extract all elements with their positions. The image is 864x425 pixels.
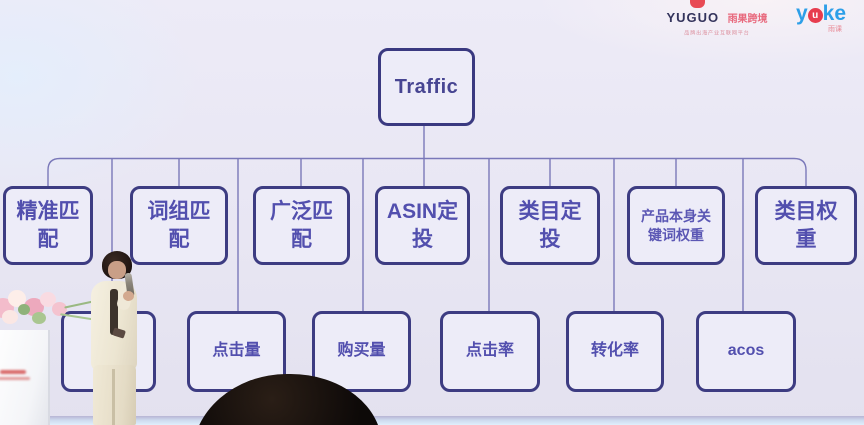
node-clicks: 点击量 [187,311,286,392]
yuguo-logo: YUGUO 雨果跨境 品牌出海产业互联网平台 [652,0,782,37]
presenter-hand [123,291,134,301]
node-category-targeting-label: 类目定 投 [518,200,582,251]
node-phrase-match-label: 词组匹 配 [147,200,211,251]
node-click-rate-label: 点击率 [465,342,514,360]
yuke-disc-icon: u [807,8,823,23]
yuke-wordmark-right: ke [822,2,847,25]
presenter-face [108,261,126,279]
yuguo-wordmark: YUGUO [666,10,720,25]
yuke-cn-name: 雨课 [828,26,842,33]
yuke-wordmark-left: y [795,2,808,25]
yuguo-tagline: 品牌出海产业互联网平台 [684,31,750,37]
node-broad-match: 广泛匹 配 [253,186,350,265]
node-product-keyword-weight-label: 产品本身关 键词权重 [641,208,711,243]
presenter-trouser-crease [112,369,115,425]
node-purchases: 购买量 [312,311,411,392]
node-category-targeting: 类目定 投 [500,186,600,265]
node-category-weight-label: 类目权 重 [774,200,838,251]
podium [0,330,50,425]
yuguo-cn-name: 雨果跨境 [727,14,768,25]
node-precise-match: 精准匹 配 [3,186,93,265]
node-conversion-rate-label: 转化率 [590,342,639,360]
node-traffic: Traffic [378,48,475,126]
node-category-weight: 类目权 重 [755,186,857,265]
node-asin-targeting: ASIN定 投 [375,186,470,265]
podium-logo-mark [0,370,26,374]
node-asin-targeting-label: ASIN定 投 [386,200,459,251]
node-traffic-label: Traffic [394,76,459,98]
podium-logo-mark2 [0,377,30,380]
node-broad-match-label: 广泛匹 配 [270,200,333,251]
presenter-inner-shirt [110,289,118,335]
node-acos: acos [696,311,796,392]
node-conversion-rate: 转化率 [566,311,664,392]
presenter [80,249,152,425]
node-precise-match-label: 精准匹 配 [16,200,80,251]
yuguo-fruit-icon [690,0,705,8]
node-purchases-label: 购买量 [337,342,386,360]
node-clicks-label: 点击量 [212,342,261,360]
stage-floor-edge [40,416,864,425]
node-acos-label: acos [727,342,765,360]
flower-arrangement [0,284,120,338]
node-phrase-match: 词组匹 配 [130,186,228,265]
node-product-keyword-weight: 产品本身关 键词权重 [627,186,725,265]
node-click-rate: 点击率 [440,311,540,392]
